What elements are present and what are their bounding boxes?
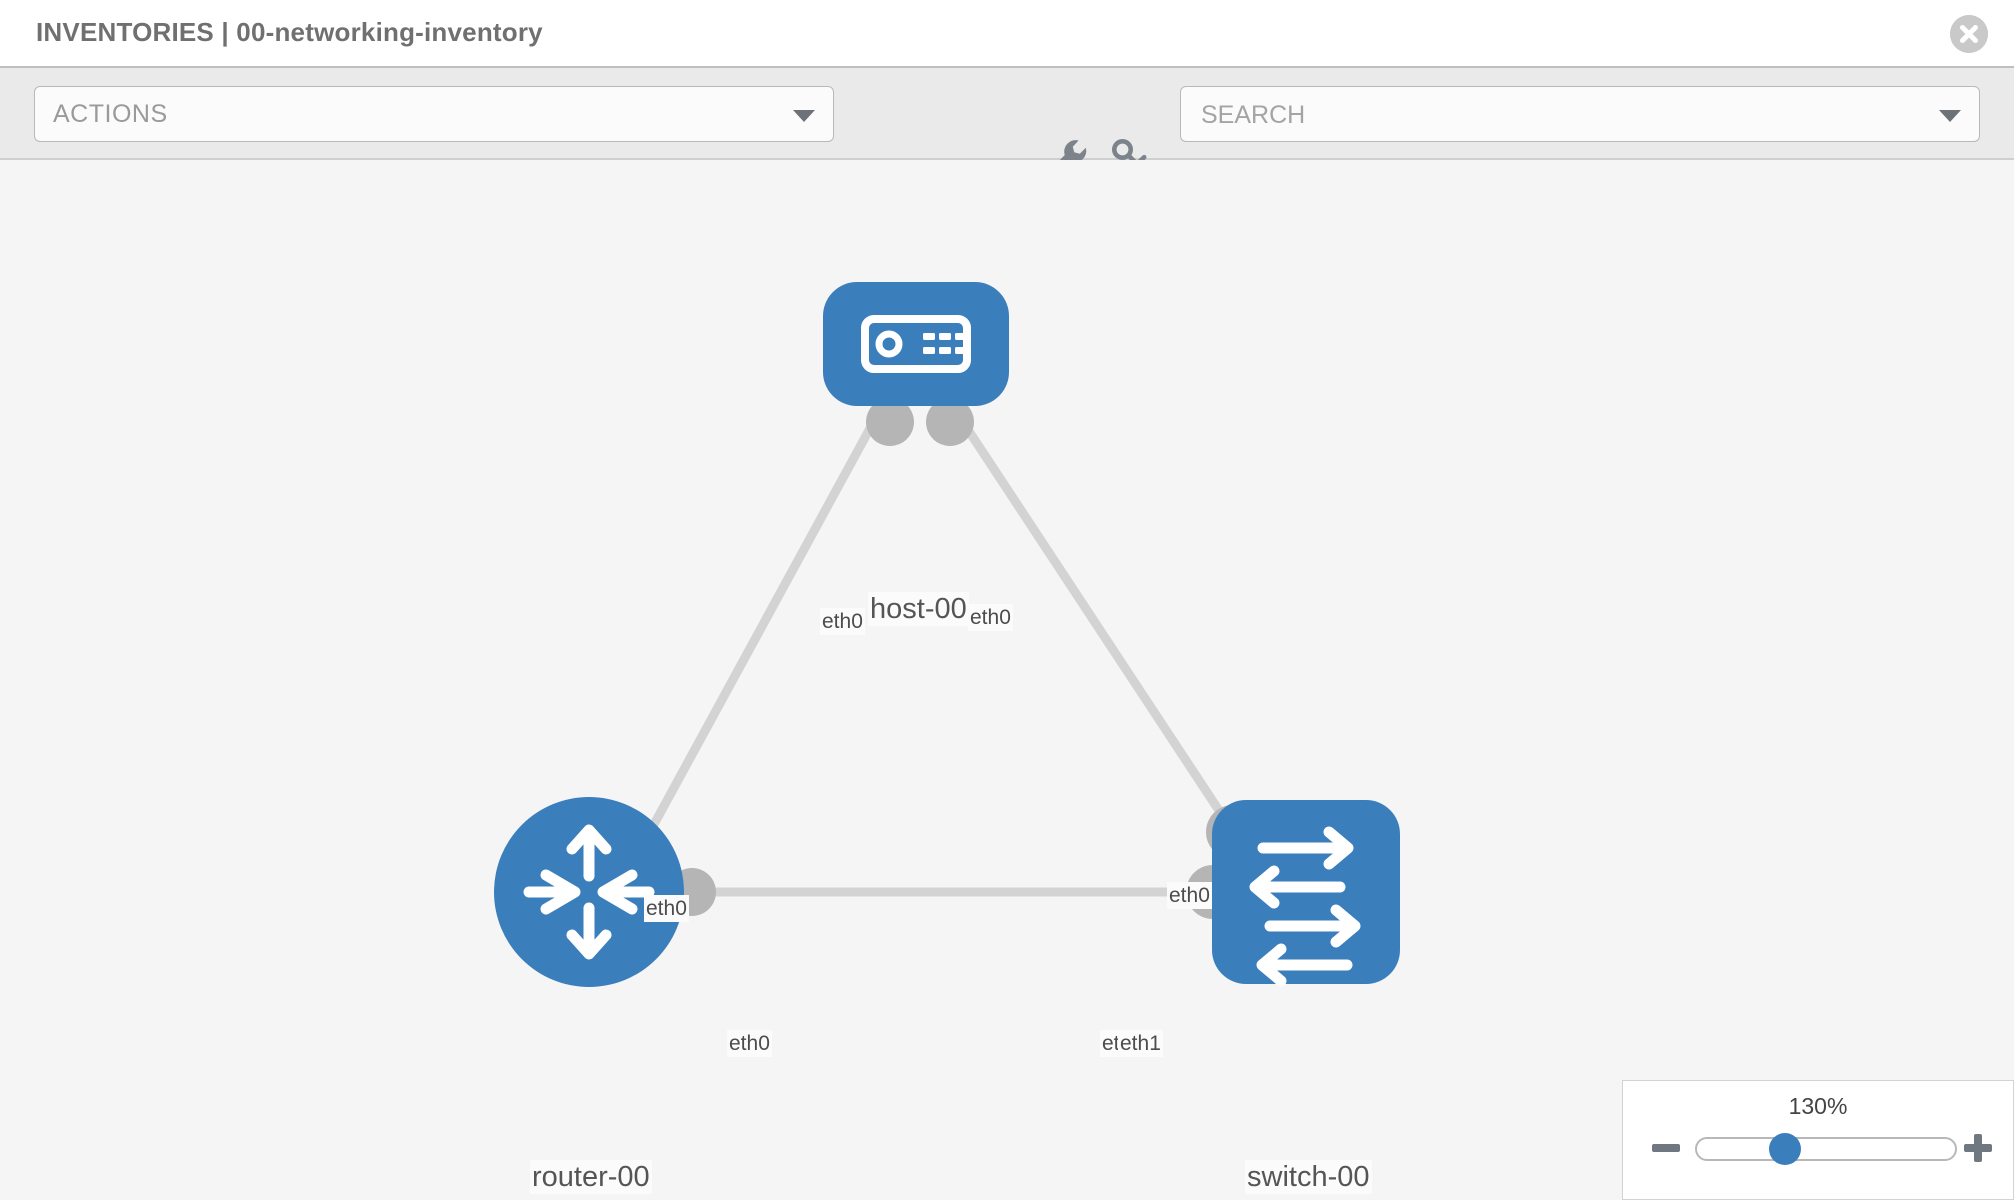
node-switch-00[interactable] (1212, 800, 1400, 987)
node-label-switch-00: switch-00 (1245, 1160, 1372, 1194)
page-title: INVENTORIES | 00-networking-inventory (36, 17, 543, 47)
edge-label-switch-left-b: eth1 (1118, 1030, 1163, 1057)
connector-host-right (926, 398, 974, 446)
edge-host-router (636, 407, 884, 853)
zoom-control: 130% (1622, 1080, 2014, 1200)
edge-host-switch (951, 407, 1249, 853)
topology-connectors (668, 398, 1260, 919)
zoom-percent-label: 130% (1788, 1093, 1848, 1119)
connector-host-left (866, 398, 914, 446)
chevron-down-icon (793, 110, 815, 122)
actions-dropdown-label: ACTIONS (53, 100, 168, 128)
edge-label-switch-up: eth0 (1167, 882, 1212, 909)
plus-icon[interactable] (1961, 1131, 1995, 1165)
topology-graph (494, 282, 1400, 987)
edge-label-router-up: eth0 (644, 895, 689, 922)
node-host-00[interactable] (823, 282, 1009, 406)
search-box[interactable] (1180, 86, 1980, 143)
router-icon (523, 824, 655, 960)
switch-icon (1249, 826, 1361, 987)
search-input[interactable] (1199, 87, 1903, 143)
minus-icon[interactable] (1649, 1131, 1683, 1165)
server-icon (861, 315, 971, 373)
topology-canvas[interactable]: eth0 host-00 eth0 eth0 eth0 eth0 eth eth… (0, 160, 2014, 1200)
page-header: INVENTORIES | 00-networking-inventory (0, 0, 2014, 68)
search-chevron-down-icon[interactable] (1939, 110, 1961, 122)
topology-edges (636, 407, 1249, 897)
edge-label-host-left: eth0 (820, 608, 865, 635)
zoom-slider-track[interactable] (1695, 1137, 1957, 1161)
zoom-slider-thumb[interactable] (1769, 1133, 1801, 1165)
edge-label-router-right: eth0 (727, 1030, 772, 1057)
edge-label-host-right: eth0 (968, 604, 1013, 631)
toolbar: ACTIONS (0, 68, 2014, 175)
actions-dropdown[interactable]: ACTIONS (34, 86, 834, 142)
node-router-00[interactable] (494, 797, 684, 987)
node-label-host-00: host-00 (868, 592, 969, 626)
close-icon[interactable] (1950, 15, 1988, 53)
node-label-router-00: router-00 (530, 1160, 652, 1194)
